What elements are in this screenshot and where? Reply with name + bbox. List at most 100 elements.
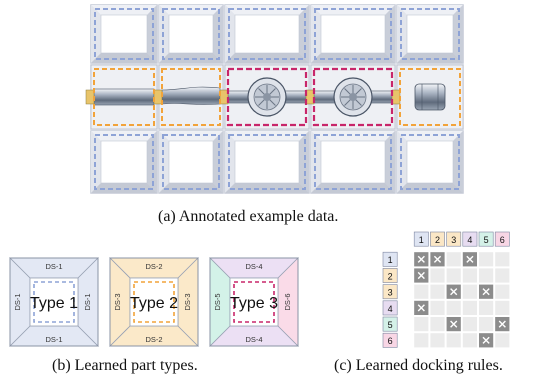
example-tile-r3-c5 (396, 130, 464, 194)
fan-unit-1 (247, 77, 287, 117)
type2-annotation-box-2 (161, 68, 221, 126)
example-tile-r3-c2 (158, 130, 224, 194)
docking-cell (446, 300, 461, 315)
docking-col-header-2: 2 (430, 231, 445, 247)
docking-cell (446, 317, 461, 332)
flange-2 (153, 89, 163, 105)
docking-rule-mark (479, 333, 494, 348)
docking-rule-mark (446, 284, 461, 299)
docking-site-label-left: DS-1 (13, 293, 22, 310)
svg-text:2: 2 (435, 235, 440, 245)
type3-annotation-box-1 (226, 67, 308, 127)
docking-cell (495, 268, 510, 283)
svg-text:6: 6 (388, 336, 393, 346)
docking-rule-mark (414, 300, 429, 315)
type1-annotation-box (314, 8, 392, 60)
docking-rule-mark (479, 284, 494, 299)
svg-text:3: 3 (451, 235, 456, 245)
docking-site-label-top: DS-1 (45, 262, 62, 271)
docking-cell (495, 252, 510, 267)
docking-site-label-right: DS-6 (283, 293, 292, 310)
grid-background (90, 4, 464, 194)
docking-cell (495, 333, 510, 348)
docking-site-label-left: DS-5 (213, 293, 222, 310)
example-tile-r3-c3 (224, 130, 310, 194)
svg-text:4: 4 (388, 304, 393, 314)
example-tile-r1-c4 (310, 4, 396, 64)
docking-col-header-4: 4 (462, 231, 478, 247)
type1-annotation-box (228, 134, 306, 190)
type1-annotation-box (162, 134, 220, 190)
svg-text:2: 2 (388, 271, 393, 281)
part-type-2-label: Type 2 (130, 295, 178, 312)
type1-annotation-box (94, 134, 154, 190)
example-tile-r2-c3 (224, 64, 310, 130)
example-tile-r1-c5 (396, 4, 464, 64)
docking-cell (462, 333, 477, 348)
docking-row-header-6: 6 (382, 332, 398, 348)
docking-cell (414, 284, 429, 299)
flange-1 (85, 89, 95, 105)
docking-col-header-1: 1 (413, 231, 429, 247)
type3-box (233, 281, 275, 323)
svg-text:3: 3 (388, 288, 393, 298)
docking-row-header-3: 3 (382, 284, 398, 300)
example-tile-r3-c4 (310, 130, 396, 194)
type1-box (33, 281, 75, 323)
example-tile-r3-c1 (90, 130, 158, 194)
docking-cell (479, 268, 494, 283)
docking-row-header-4: 4 (382, 300, 398, 316)
docking-rule-mark (462, 252, 477, 267)
svg-text:1: 1 (388, 255, 393, 265)
svg-text:5: 5 (484, 235, 489, 245)
example-tile-r1-c1 (90, 4, 158, 64)
docking-cell (479, 317, 494, 332)
docking-cell (479, 284, 494, 299)
docking-rule-mark (446, 317, 461, 332)
docking-cell (446, 284, 461, 299)
pipe-segment-4 (313, 90, 395, 104)
docking-cell (479, 300, 494, 315)
docking-col-header-6: 6 (494, 231, 510, 247)
type2-annotation-box-3 (399, 68, 461, 126)
type2-box (133, 281, 175, 323)
docking-col-header-5: 5 (478, 231, 494, 247)
docking-rule-mark (414, 252, 429, 267)
caption-b: (b) Learned part types. (52, 357, 198, 374)
example-tile-r2-c2 (158, 64, 224, 130)
docking-cell (430, 300, 445, 315)
type1-annotation-box (314, 134, 392, 190)
example-tile-r2-c4 (310, 64, 396, 130)
docking-cell (446, 252, 461, 267)
svg-text:4: 4 (467, 235, 472, 245)
type1-annotation-box (400, 8, 460, 60)
docking-cell (430, 333, 445, 348)
docking-site-label-bottom: DS-2 (145, 335, 162, 344)
docking-row-header-1: 1 (382, 251, 398, 267)
docking-cell (479, 333, 494, 348)
docking-row-header-2: 2 (382, 268, 398, 283)
docking-cell (430, 317, 445, 332)
docking-cell (414, 333, 429, 348)
docking-cell (414, 300, 429, 315)
docking-site-label-left: DS-3 (113, 293, 122, 310)
end-cap (414, 83, 446, 111)
docking-site-label-top: DS-2 (145, 262, 162, 271)
example-tile-r2-c5 (396, 64, 464, 130)
docking-cell (495, 317, 510, 332)
example-tile-r2-c1 (90, 64, 158, 130)
example-tile-r1-c2 (158, 4, 224, 64)
docking-cell (462, 300, 477, 315)
docking-cell (414, 268, 429, 283)
docking-rule-mark (495, 317, 510, 332)
docking-row-header-5: 5 (382, 316, 398, 332)
docking-rule-mark (414, 268, 429, 283)
docking-site-label-top: DS-4 (245, 262, 262, 271)
part-type-3-label: Type 3 (230, 295, 278, 312)
